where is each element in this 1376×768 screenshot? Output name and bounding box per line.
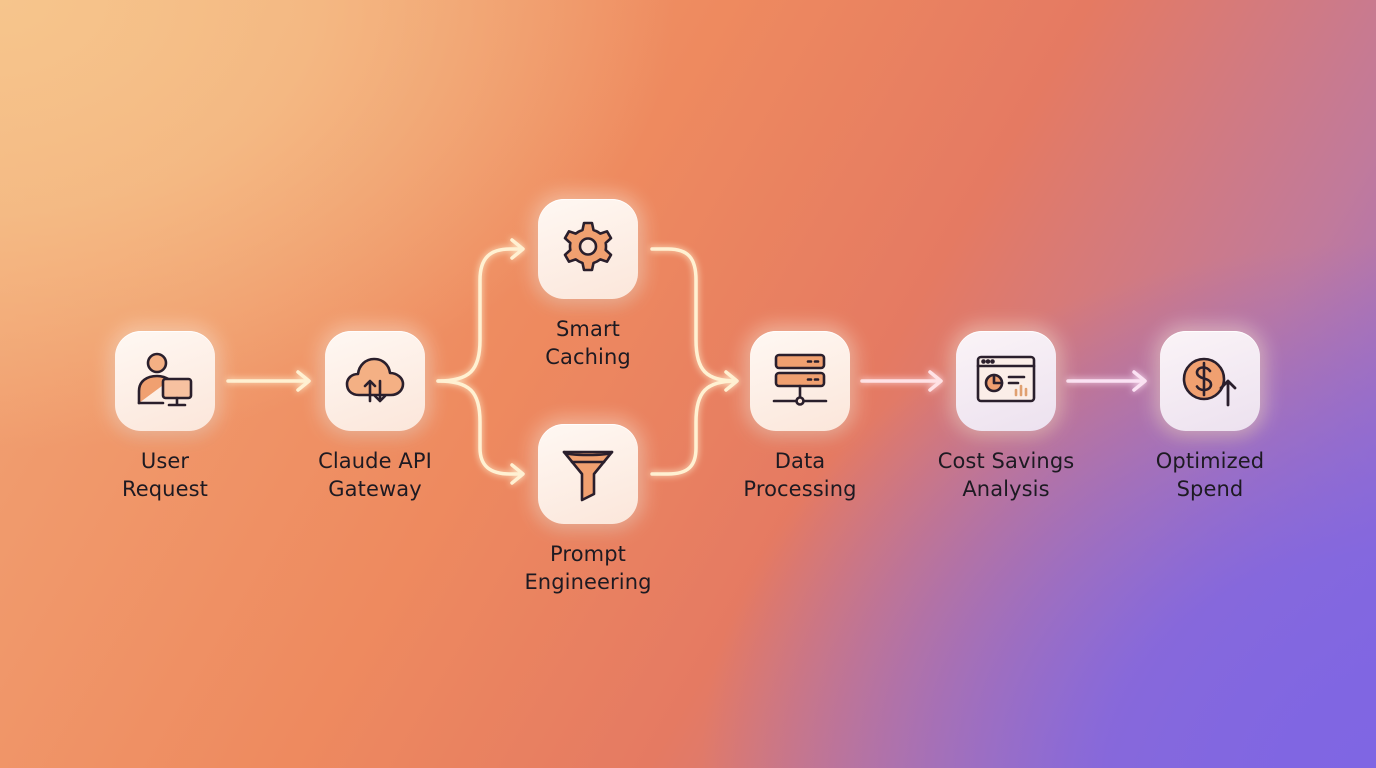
connector-gateway-to-prompt-engineering [436,379,524,476]
optimized-spend-label: Optimized Spend [1155,449,1265,501]
data-processing-node [750,331,850,431]
prompt-engineering-label: Prompt Engineering [524,542,652,594]
arrowhead-to-smart-caching [510,238,525,260]
arrowhead-to-data-processing [724,370,739,392]
user-request-label: User Request [121,449,208,501]
smart-caching-node [538,199,638,299]
gear-icon [563,221,613,272]
connector-gateway-to-smart-caching [436,247,524,383]
connector-prompt-engineering-to-data-processing [650,379,738,476]
data-processing-label: Data Processing [743,449,857,501]
dashboard-chart-icon [976,355,1036,403]
arrowhead-user-to-gateway [296,370,311,392]
claude-api-gateway-node [325,331,425,431]
cost-savings-analysis-label: Cost Savings Analysis [937,449,1075,501]
arrowhead-to-prompt-engineering [510,463,525,485]
connector-smart-caching-to-data-processing [650,247,738,383]
user-computer-icon [137,352,193,407]
arrowhead-to-cost-savings [928,370,943,392]
dollar-up-icon [1182,357,1237,407]
arrowhead-to-optimized-spend [1132,370,1147,392]
funnel-icon [562,450,614,502]
claude-api-gateway-label: Claude API Gateway [318,449,432,501]
optimized-spend-node [1160,331,1260,431]
cost-savings-analysis-node [956,331,1056,431]
cloud-sync-icon [345,357,405,403]
prompt-engineering-node [538,424,638,524]
server-stack-icon [772,353,828,406]
smart-caching-label: Smart Caching [545,317,631,369]
user-request-node [115,331,215,431]
